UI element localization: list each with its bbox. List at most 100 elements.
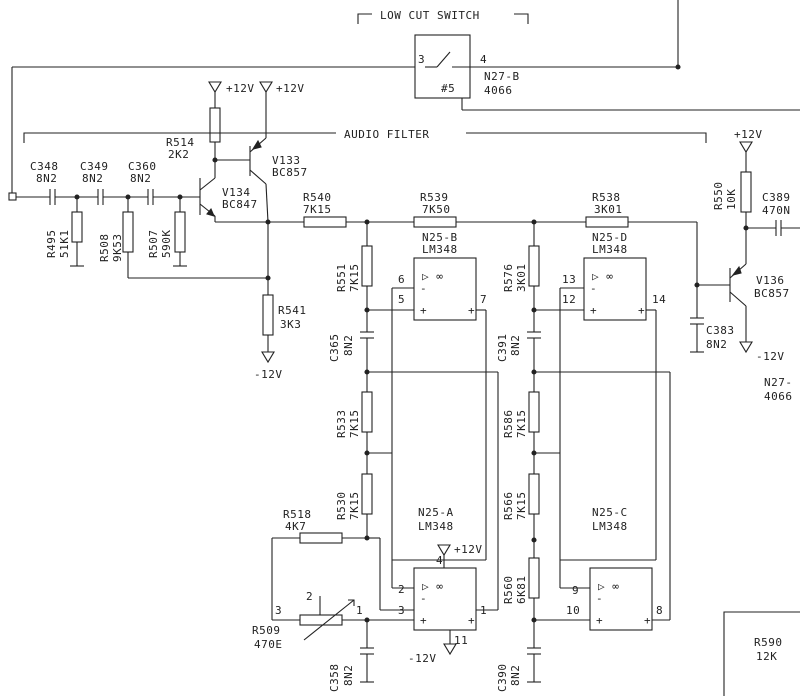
r507-ref: R507 (147, 230, 160, 259)
n25b-plus-right: + (468, 304, 475, 317)
capacitor-c389: C389 470N (746, 191, 800, 236)
r495-value: 51K1 (58, 230, 71, 259)
n25c-type: LM348 (592, 520, 628, 533)
n25c-plus: + (596, 614, 603, 627)
r560-value: 6K81 (515, 576, 528, 605)
c383-value: 8N2 (706, 338, 727, 351)
switch-pin-5: #5 (441, 82, 455, 95)
n25b-type: LM348 (422, 243, 458, 256)
r509-value: 470E (254, 638, 283, 651)
low-cut-switch-label: LOW CUT SWITCH (380, 9, 480, 22)
supply-neg-2: -12V (408, 652, 437, 665)
r586-ref: R586 (502, 410, 515, 439)
n25d-pin-inv: 13 (562, 273, 576, 286)
supply-pos-4: +12V (734, 128, 763, 141)
resistor-r590: R590 12K (723, 611, 800, 696)
n25a-type: LM348 (418, 520, 454, 533)
resistor-r541: R541 3K3 -12V (254, 219, 307, 381)
r514-ref: R514 (166, 136, 195, 149)
c390-ref: C390 (496, 664, 509, 693)
r590-ref: R590 (754, 636, 783, 649)
opamp-n25b: ▷ ∞ - + + N25-B LM348 6 5 7 (367, 231, 487, 561)
r551-value: 7K15 (348, 264, 361, 293)
r538-ref: R538 (592, 191, 621, 204)
c358-ref: C358 (328, 664, 341, 693)
n27-edge-label: N27- 4066 (764, 376, 793, 403)
r509-ref: R509 (252, 624, 281, 637)
c389-value: 470N (762, 204, 791, 217)
capacitor-c383: C383 8N2 (690, 222, 735, 353)
audio-filter-label: AUDIO FILTER (344, 128, 429, 141)
supply-pos-3: +12V (454, 543, 483, 556)
n25c-plus-right: + (644, 614, 651, 627)
switch-type: 4066 (484, 84, 513, 97)
c349-ref: C349 (80, 160, 109, 173)
switch-pin-3: 3 (418, 53, 425, 66)
switch-pin-4: 4 (480, 53, 487, 66)
pot-pin-1: 1 (356, 604, 363, 617)
switch-name: N27-B (484, 70, 520, 83)
r551-ref: R551 (335, 264, 348, 293)
n25c-pin-inv: 9 (572, 584, 579, 597)
n25d-pin-out: 14 (652, 293, 666, 306)
v133-type: BC857 (272, 166, 308, 179)
n25a-ref: N25-A (418, 506, 454, 519)
r550-ref: R550 (712, 182, 725, 211)
c360-value: 8N2 (130, 172, 151, 185)
supply-neg-1: -12V (254, 368, 283, 381)
r566-value: 7K15 (515, 492, 528, 521)
r539-ref: R539 (420, 191, 449, 204)
n25b-pin-out: 7 (480, 293, 487, 306)
r507-value: 590K (160, 230, 173, 259)
n25a-plus-right: + (468, 614, 475, 627)
v136-type: BC857 (754, 287, 790, 300)
n25c-ref: N25-C (592, 506, 628, 519)
r530-value: 7K15 (348, 492, 361, 521)
n27-edge-type: 4066 (764, 390, 793, 403)
c391-value: 8N2 (509, 335, 522, 356)
r540-value: 7K15 (303, 203, 332, 216)
c389-ref: C389 (762, 191, 791, 204)
opamp-n25c: ▷ ∞ - + + N25-C LM348 9 10 8 (534, 372, 671, 631)
input-chain: C348 8N2 C349 8N2 C360 8N2 (8, 160, 200, 205)
n25c-minus: - (596, 592, 603, 605)
c360-ref: C360 (128, 160, 157, 173)
n25d-symbol: ▷ ∞ (592, 270, 613, 283)
n25d-pin-noninv: 12 (562, 293, 576, 306)
v134-ref: V134 (222, 186, 251, 199)
resistor-r508: R508 9K53 (98, 197, 271, 281)
n27-edge-name: N27- (764, 376, 793, 389)
n25b-plus: + (420, 304, 427, 317)
r508-value: 9K53 (111, 234, 124, 263)
n25c-pin-out: 8 (656, 604, 663, 617)
r586-value: 7K15 (515, 410, 528, 439)
c365-ref: C365 (328, 334, 341, 363)
n25d-plus: + (590, 304, 597, 317)
r518-value: 4K7 (285, 520, 306, 533)
r495-ref: R495 (45, 230, 58, 259)
v136-ref: V136 (756, 274, 785, 287)
supply-pos-1: +12V (226, 82, 255, 95)
r541-ref: R541 (278, 304, 307, 317)
c383-ref: C383 (706, 324, 735, 337)
resistor-r550: +12V R550 10K (712, 128, 763, 264)
c348-ref: C348 (30, 160, 59, 173)
n25d-minus: - (590, 282, 597, 295)
supply-pos-2: +12V (276, 82, 305, 95)
pot-pin-2: 2 (306, 590, 313, 603)
transistor-v136: V136 BC857 -12V (697, 263, 790, 363)
n25b-minus: - (420, 282, 427, 295)
r533-ref: R533 (335, 410, 348, 439)
r530-ref: R530 (335, 492, 348, 521)
n25a-symbol: ▷ ∞ (422, 580, 443, 593)
r590-value: 12K (756, 650, 777, 663)
n25b-pin-noninv: 5 (398, 293, 405, 306)
resistor-r495: R495 51K1 (45, 197, 84, 267)
c348-value: 8N2 (36, 172, 57, 185)
n25a-pin-inv: 2 (398, 583, 405, 596)
v134-type: BC847 (222, 198, 258, 211)
r538-value: 3K01 (594, 203, 623, 216)
r576-value: 3K01 (515, 264, 528, 293)
resistor-r507: R507 590K (147, 197, 187, 267)
